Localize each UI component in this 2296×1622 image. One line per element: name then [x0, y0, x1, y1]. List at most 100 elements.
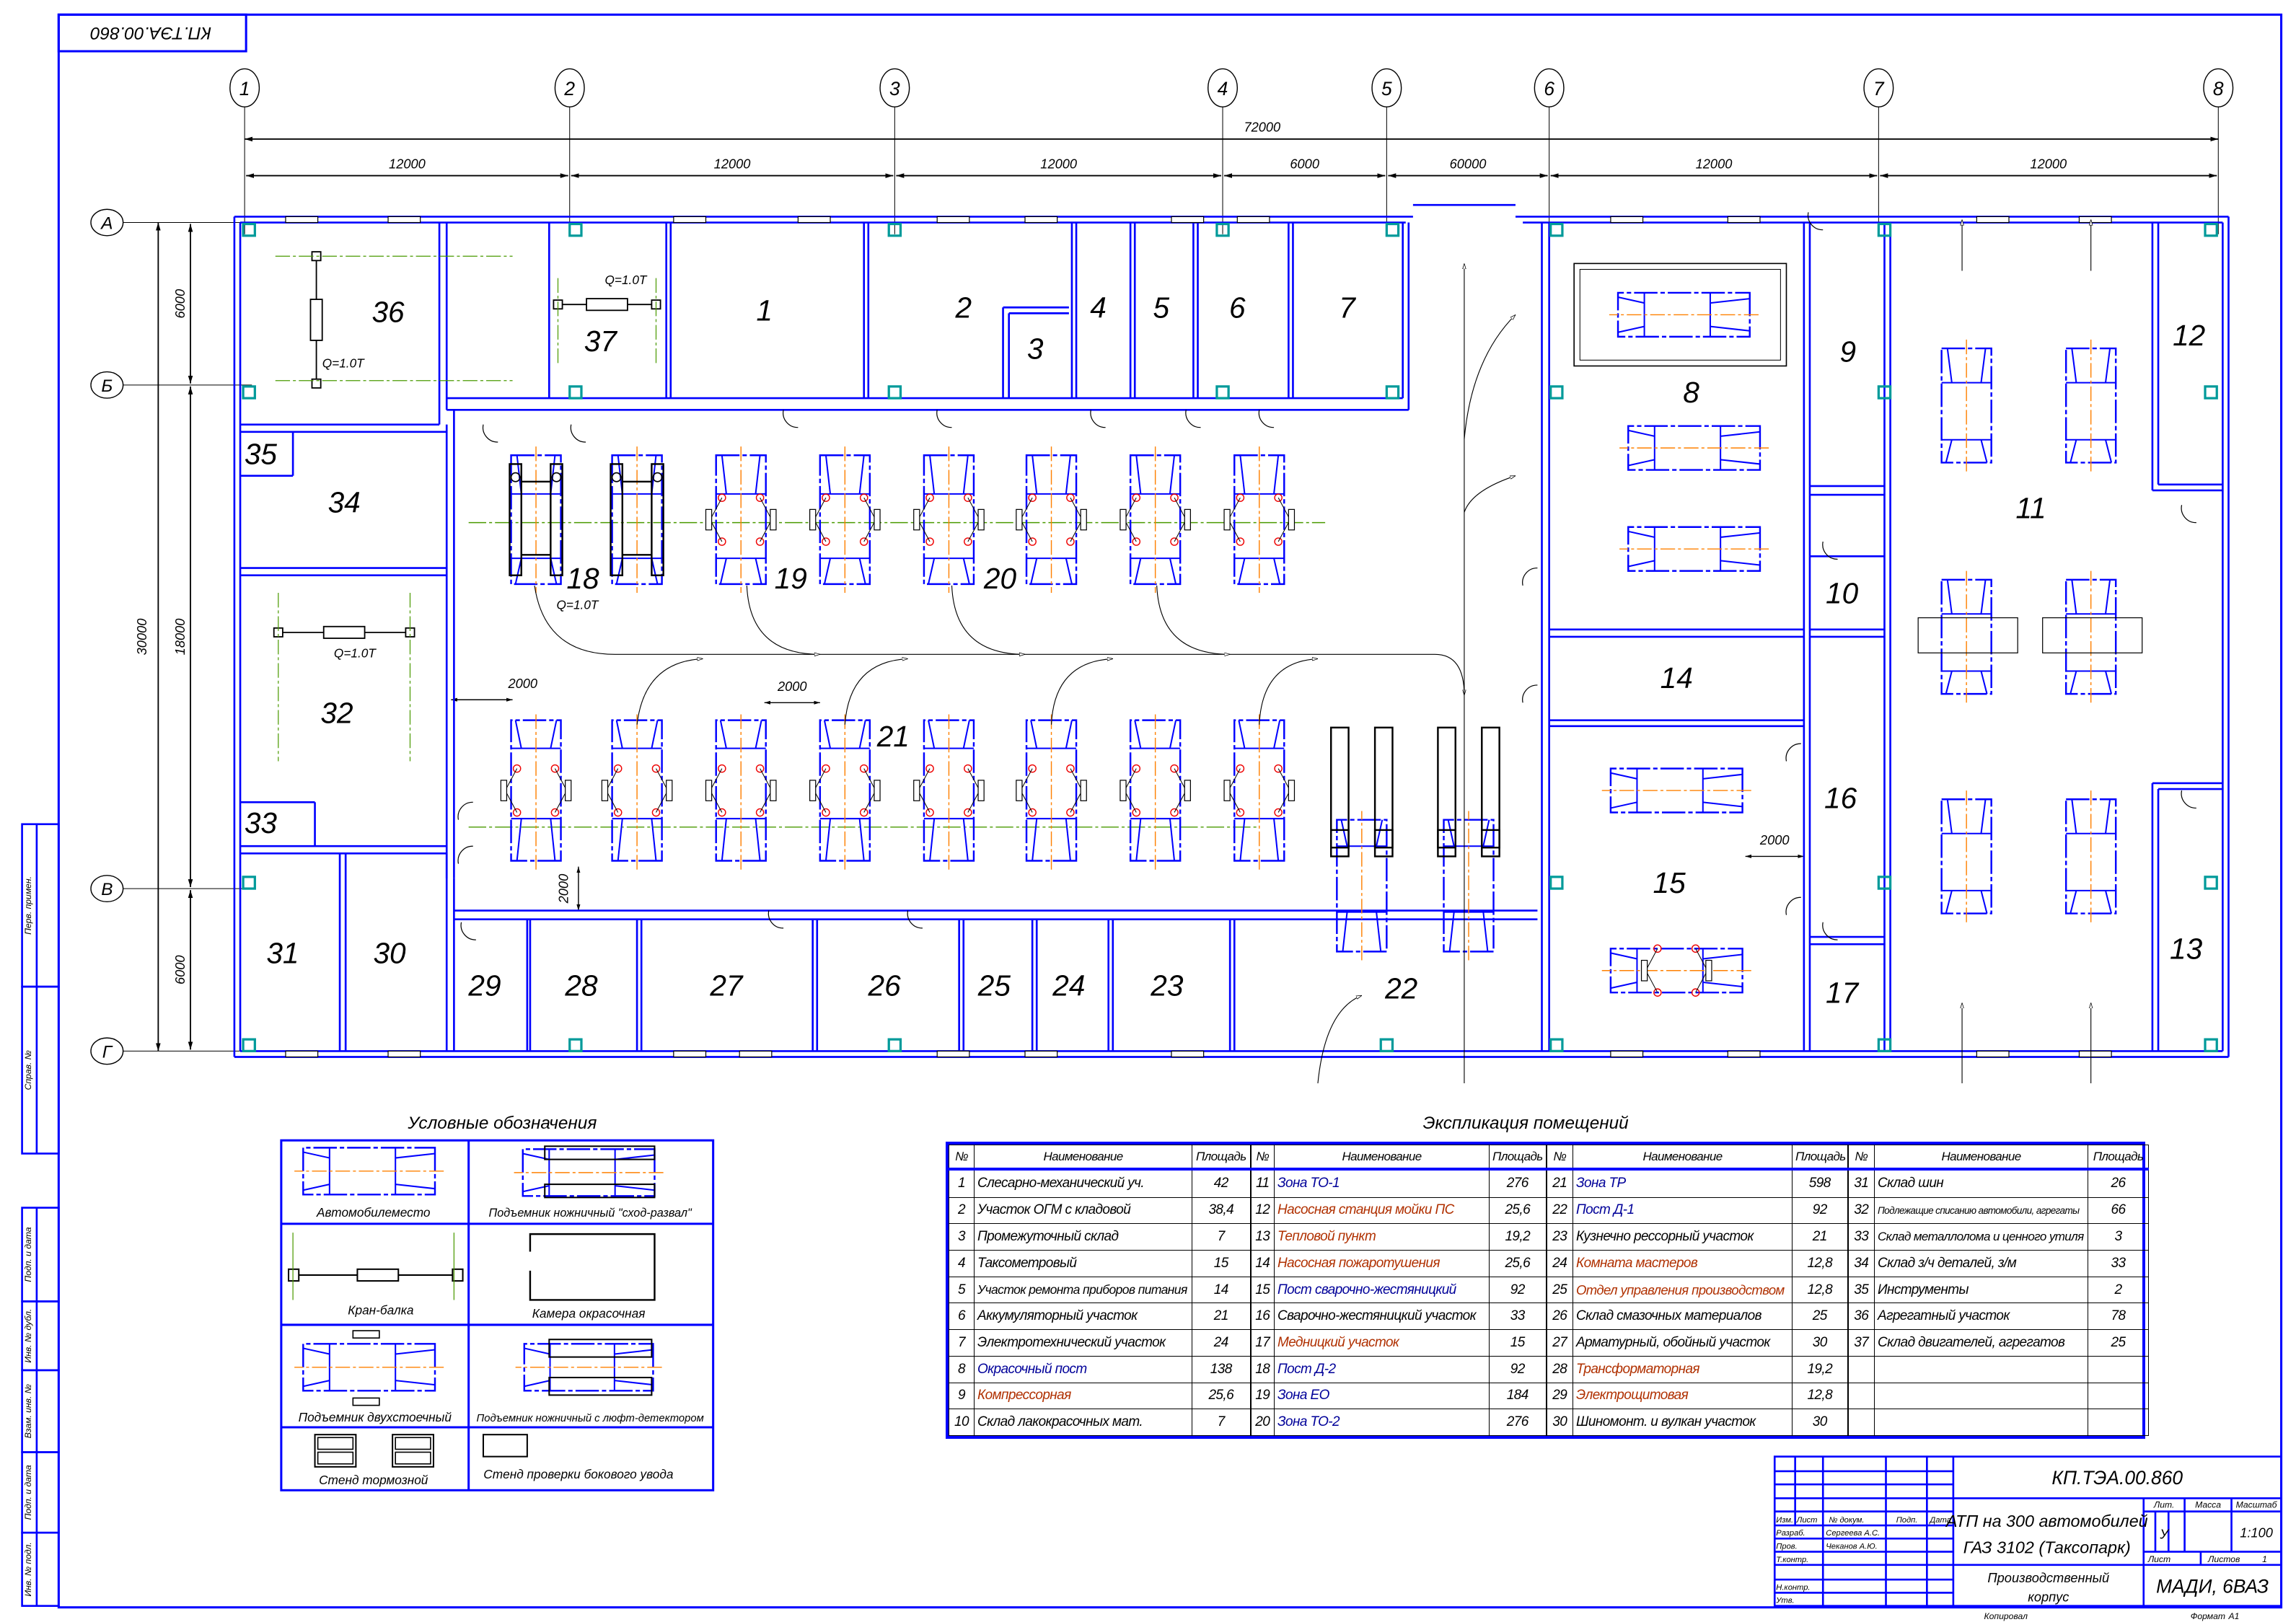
room-area: 12,8	[1792, 1382, 1848, 1410]
room-num: 16	[1249, 1303, 1275, 1331]
clearance-dimension-label: 2000	[777, 679, 807, 694]
car-place	[1129, 711, 1182, 870]
legend-paint-booth-glyph	[529, 1233, 656, 1301]
window	[1171, 1050, 1205, 1058]
car-place	[2064, 339, 2117, 472]
room-name: Арматурный, обойный участок	[1573, 1329, 1793, 1357]
room-area: 24	[1192, 1329, 1251, 1357]
empty-cell	[1874, 1355, 2088, 1383]
room-area: 26	[2088, 1168, 2149, 1198]
structural-column	[242, 1038, 256, 1053]
two-post-lift	[1016, 764, 1087, 817]
legend-label-scissor-lift-play-detector: Подъемник ножничный с люфт-детектором	[477, 1413, 704, 1424]
dimension-span-label: 12000	[389, 156, 426, 171]
car-place	[1443, 811, 1495, 961]
room-area: 276	[1489, 1168, 1547, 1198]
door	[457, 801, 473, 820]
vehicle-route	[1259, 658, 1318, 725]
car-place	[1940, 570, 1992, 703]
door	[907, 910, 923, 929]
room-area: 12,8	[1792, 1276, 1848, 1304]
window	[1727, 1050, 1761, 1058]
structural-column	[2204, 385, 2218, 400]
car-place	[1233, 711, 1285, 870]
empty-cell	[1847, 1409, 1875, 1436]
crane-beam	[553, 298, 661, 312]
room-number-25: 25	[977, 969, 1011, 1002]
room-area: 21	[1792, 1223, 1848, 1251]
window	[936, 216, 970, 224]
room-num: 19	[1249, 1382, 1275, 1410]
room-name: Насосная пожаротушения	[1274, 1250, 1490, 1277]
room-num: 12	[1249, 1196, 1275, 1225]
door	[1807, 212, 1824, 231]
axis-marker-column	[879, 68, 910, 107]
structural-column	[1385, 222, 1400, 237]
room-num: 33	[1847, 1223, 1875, 1251]
room-area: 19,2	[1792, 1355, 1848, 1383]
room-name: Зона ТР	[1573, 1168, 1793, 1198]
room-num: 23	[1545, 1223, 1573, 1251]
axis-row-label: Г	[102, 1043, 113, 1062]
column-header-num: №	[1249, 1145, 1275, 1171]
room-num: 1	[949, 1168, 975, 1198]
structural-column	[1549, 876, 1564, 890]
structural-column	[1215, 385, 1230, 400]
room-num: 28	[1545, 1355, 1573, 1383]
scissor-lift-play-detector	[1330, 726, 1394, 858]
dimension-total-label: 72000	[1244, 120, 1280, 135]
axis-marker-column	[1863, 68, 1894, 107]
structural-column	[242, 222, 256, 237]
room-number-14: 14	[1661, 661, 1693, 695]
window	[387, 1050, 421, 1058]
structural-column	[1385, 385, 1400, 400]
room-area: 42	[1192, 1168, 1251, 1198]
format-label: Формат	[2191, 1611, 2225, 1621]
door	[1785, 743, 1801, 762]
room-number-6: 6	[1229, 291, 1246, 324]
door	[936, 410, 952, 428]
room-number-5: 5	[1153, 291, 1169, 324]
room-name: Пост сварочно-жестяницкий	[1274, 1276, 1490, 1304]
room-name: Склад з/ч деталей, з/м	[1874, 1250, 2088, 1277]
room-name: Агрегатный участок	[1874, 1303, 2088, 1331]
axis-marker-column	[1208, 68, 1239, 107]
title-block-texts: КП.ТЭА.00.860 АТП на 300 автомобилей ГАЗ…	[1775, 1467, 2277, 1621]
dimension-span-label: 60000	[1450, 156, 1487, 171]
empty-cell	[1874, 1382, 2088, 1410]
room-area: 12,8	[1792, 1250, 1848, 1277]
room-number-36: 36	[371, 296, 405, 329]
legend-label-side-slip-stand: Стенд проверки бокового увода	[483, 1467, 673, 1481]
side-stamp-label: Подп. и дата	[23, 1227, 33, 1282]
window	[1024, 216, 1058, 224]
sheet-frame	[57, 13, 2283, 1609]
room-name: Медницкий участок	[1274, 1329, 1490, 1357]
two-post-lift	[601, 764, 673, 817]
vehicle-route	[844, 658, 907, 725]
room-num: 17	[1249, 1329, 1275, 1357]
vehicle-route	[746, 585, 819, 654]
room-num: 10	[949, 1409, 975, 1436]
room-num: 37	[1847, 1329, 1875, 1357]
room-area: 66	[2088, 1196, 2149, 1225]
room-number-7: 7	[1339, 291, 1356, 324]
room-area: 25,6	[1489, 1196, 1547, 1225]
title-block-column-header: Подп.	[1896, 1516, 1918, 1525]
legend-scissor-lift-glyph	[514, 1148, 664, 1197]
two-post-lift	[809, 764, 881, 817]
room-name: Склад двигателей, агрегатов	[1874, 1329, 2088, 1357]
title-block-person: Сергеева А.С.	[1826, 1529, 1880, 1538]
room-num: 15	[1249, 1276, 1275, 1304]
title-line-1: АТП на 300 автомобилей	[1945, 1512, 2148, 1530]
legend-title: Условные обозначения	[407, 1114, 597, 1133]
column-header-area: Площадь	[1489, 1145, 1547, 1171]
room-number-23: 23	[1150, 969, 1184, 1002]
car-place	[923, 446, 975, 594]
room-name: Промежуточный склад	[974, 1223, 1192, 1251]
car-place	[1609, 291, 1759, 338]
two-post-lift	[809, 493, 881, 546]
